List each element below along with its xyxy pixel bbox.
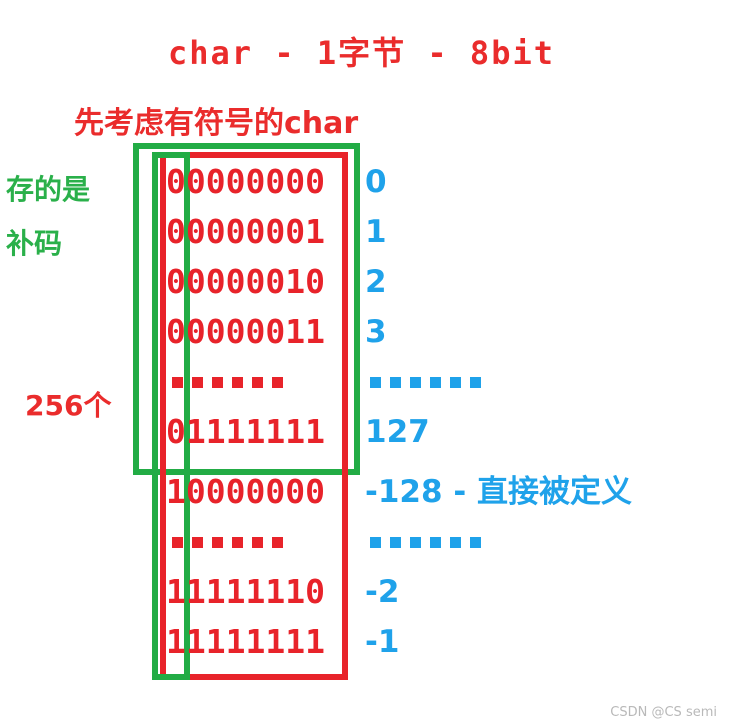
bit-pattern: 00000011 (166, 312, 325, 351)
decimal-value: 0 (365, 164, 387, 200)
decimal-value: 2 (365, 264, 387, 300)
decimal-ellipsis (370, 520, 481, 564)
table-row (0, 520, 731, 570)
decimal-value: -1 (365, 624, 400, 660)
subtitle-signed-char: 先考虑有符号的char (74, 106, 359, 141)
green-outer-nonnegative-range-box (133, 143, 360, 475)
table-row: 11111111 -1 (0, 620, 731, 670)
bit-pattern: 01111111 (166, 412, 325, 451)
table-row: 00000001 1 (0, 210, 731, 260)
red-all-values-box (160, 152, 348, 680)
label-stores-line1: 存的是 (6, 173, 91, 206)
bit-pattern: 11111111 (166, 622, 325, 661)
table-row: 01111111 127 (0, 410, 731, 460)
table-row (0, 360, 731, 410)
table-row: 00000010 2 (0, 260, 731, 310)
decimal-ellipsis (370, 360, 481, 404)
bits-ellipsis (172, 360, 283, 404)
table-row: 00000011 3 (0, 310, 731, 360)
page-title: char - 1字节 - 8bit (168, 34, 555, 72)
bit-pattern: 00000001 (166, 212, 325, 251)
bit-pattern: 00000000 (166, 162, 325, 201)
watermark: CSDN @CS semi (610, 705, 717, 720)
label-stores-line2: 补码 (6, 227, 63, 260)
decimal-value-with-note: -128 - 直接被定义 (365, 474, 633, 510)
decimal-value: -2 (365, 574, 400, 610)
bit-pattern: 00000010 (166, 262, 325, 301)
decimal-value: 127 (365, 414, 430, 450)
green-sign-bit-column-box (152, 152, 190, 680)
table-row: 11111110 -2 (0, 570, 731, 620)
table-row: 10000000 -128 - 直接被定义 (0, 470, 731, 520)
bit-pattern: 11111110 (166, 572, 325, 611)
bit-pattern: 10000000 (166, 472, 325, 511)
decimal-value: 1 (365, 214, 387, 250)
decimal-value: 3 (365, 314, 387, 350)
label-total-count: 256个 (25, 389, 112, 422)
bits-ellipsis (172, 520, 283, 564)
